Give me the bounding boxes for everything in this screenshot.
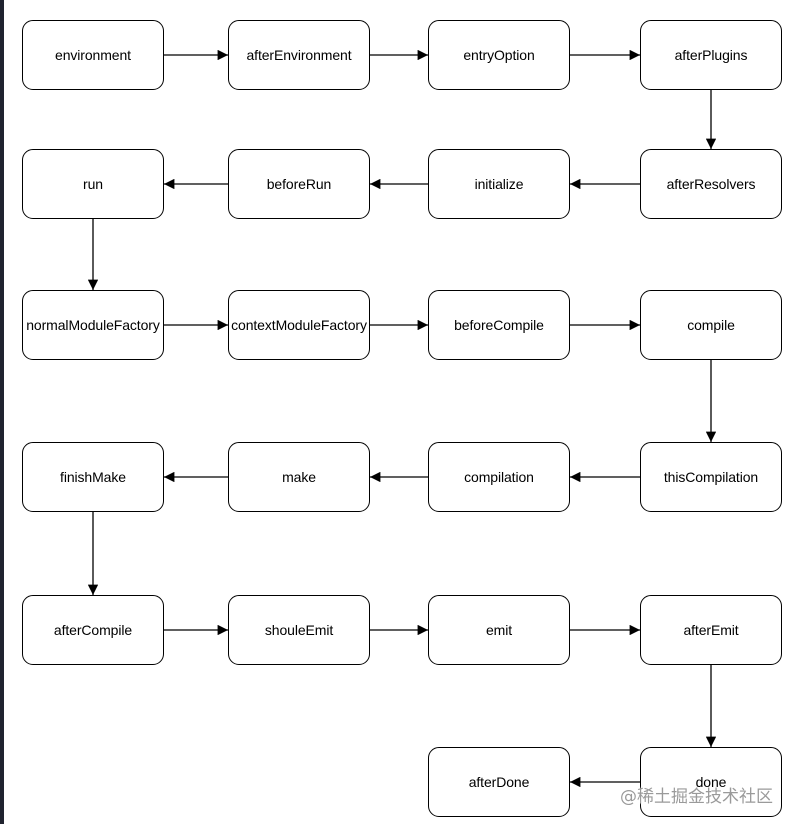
node-after-emit: afterEmit	[640, 595, 782, 665]
node-before-run: beforeRun	[228, 149, 370, 219]
node-compile: compile	[640, 290, 782, 360]
node-after-plugins: afterPlugins	[640, 20, 782, 90]
node-compilation: compilation	[428, 442, 570, 512]
node-context-module-factory: contextModuleFactory	[228, 290, 370, 360]
node-after-environment: afterEnvironment	[228, 20, 370, 90]
window-left-edge	[0, 0, 4, 824]
node-done: done	[640, 747, 782, 817]
node-environment: environment	[22, 20, 164, 90]
node-after-compile: afterCompile	[22, 595, 164, 665]
watermark-text: @稀土掘金技术社区	[620, 787, 773, 807]
node-normal-module-factory: normalModuleFactory	[22, 290, 164, 360]
node-entry-option: entryOption	[428, 20, 570, 90]
node-after-done: afterDone	[428, 747, 570, 817]
node-emit: emit	[428, 595, 570, 665]
node-shoule-emit: shouleEmit	[228, 595, 370, 665]
node-this-compilation: thisCompilation	[640, 442, 782, 512]
node-finish-make: finishMake	[22, 442, 164, 512]
node-initialize: initialize	[428, 149, 570, 219]
node-before-compile: beforeCompile	[428, 290, 570, 360]
node-after-resolvers: afterResolvers	[640, 149, 782, 219]
node-make: make	[228, 442, 370, 512]
node-run: run	[22, 149, 164, 219]
